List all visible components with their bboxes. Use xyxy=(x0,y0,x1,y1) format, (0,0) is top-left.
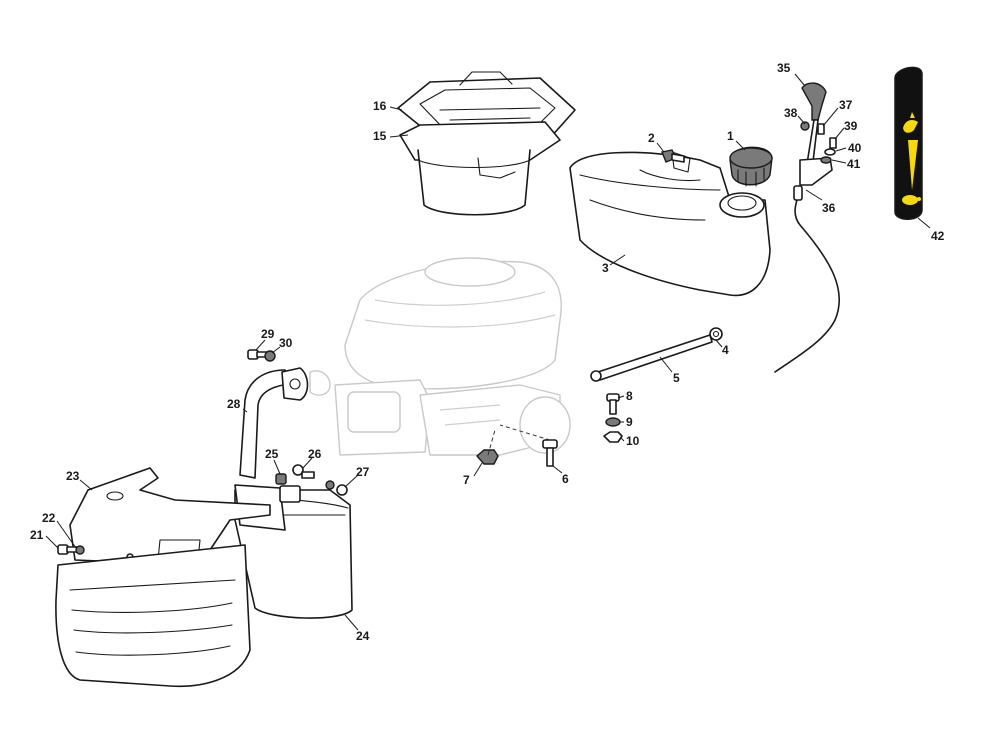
part-39-screw xyxy=(829,137,837,149)
part-28-exhaust-pipe xyxy=(239,367,309,479)
callout-22: 22 xyxy=(42,511,56,525)
callout-6: 6 xyxy=(562,472,569,486)
part-2-bolt xyxy=(661,149,685,163)
callout-9: 9 xyxy=(626,415,633,429)
part-40-washer xyxy=(824,148,836,156)
engine-outline xyxy=(309,257,571,456)
throttle-lever xyxy=(799,119,833,186)
callout-2: 2 xyxy=(648,131,655,145)
part-27-washer xyxy=(325,480,348,496)
callout-8: 8 xyxy=(626,389,633,403)
front-guard xyxy=(55,544,251,688)
callout-38: 38 xyxy=(784,106,798,120)
turtle-icon xyxy=(902,195,921,205)
callout-4: 4 xyxy=(722,343,729,357)
part-9-washer xyxy=(605,417,621,427)
part-36-throttle-cable xyxy=(774,185,840,373)
callout-40: 40 xyxy=(848,141,862,155)
part-42-throttle-decal xyxy=(894,66,923,220)
callout-41: 41 xyxy=(847,157,861,171)
part-8-bolt xyxy=(606,393,620,415)
callout-15: 15 xyxy=(373,129,387,143)
part-3-fuel-tank xyxy=(569,151,771,297)
callout-29: 29 xyxy=(261,327,275,341)
part-35-throttle-knob xyxy=(801,82,827,121)
hare-icon xyxy=(903,112,918,133)
part-10-nut xyxy=(603,431,623,443)
callout-7: 7 xyxy=(463,473,470,487)
part-5-fuel-hose xyxy=(590,334,713,382)
part-25-clip xyxy=(275,473,287,485)
callout-10: 10 xyxy=(626,434,640,448)
callout-3: 3 xyxy=(602,261,609,275)
callout-26: 26 xyxy=(308,447,322,461)
callout-21: 21 xyxy=(30,528,44,542)
callout-27: 27 xyxy=(356,465,370,479)
callout-37: 37 xyxy=(839,98,853,112)
part-26-bolt xyxy=(292,464,315,479)
part-22-washer xyxy=(75,545,85,555)
part-37-screw xyxy=(817,123,825,135)
part-24-muffler xyxy=(234,484,353,619)
part-15-air-filter-housing xyxy=(399,121,561,216)
callout-5: 5 xyxy=(673,371,680,385)
part-30-gasket xyxy=(264,350,276,362)
leader-lines xyxy=(45,73,931,631)
callout-16: 16 xyxy=(373,99,387,113)
callout-23: 23 xyxy=(66,469,80,483)
callout-28: 28 xyxy=(227,397,241,411)
callouts: 1 2 3 4 5 6 7 8 9 10 15 16 21 22 23 24 2… xyxy=(30,61,945,643)
callout-25: 25 xyxy=(265,447,279,461)
part-21-screw xyxy=(57,544,78,555)
part-4-hose-clamp xyxy=(709,327,723,341)
callout-1: 1 xyxy=(727,129,734,143)
part-1-fuel-cap xyxy=(729,146,773,187)
part-6-bolt xyxy=(542,439,558,467)
callout-30: 30 xyxy=(279,336,293,350)
part-38-nut xyxy=(800,121,810,131)
part-41-spring xyxy=(820,156,832,164)
callout-36: 36 xyxy=(822,201,836,215)
callout-35: 35 xyxy=(777,61,791,75)
callout-42: 42 xyxy=(931,229,945,243)
part-7-nut xyxy=(476,449,499,465)
callout-39: 39 xyxy=(844,119,858,133)
callout-24: 24 xyxy=(356,629,370,643)
